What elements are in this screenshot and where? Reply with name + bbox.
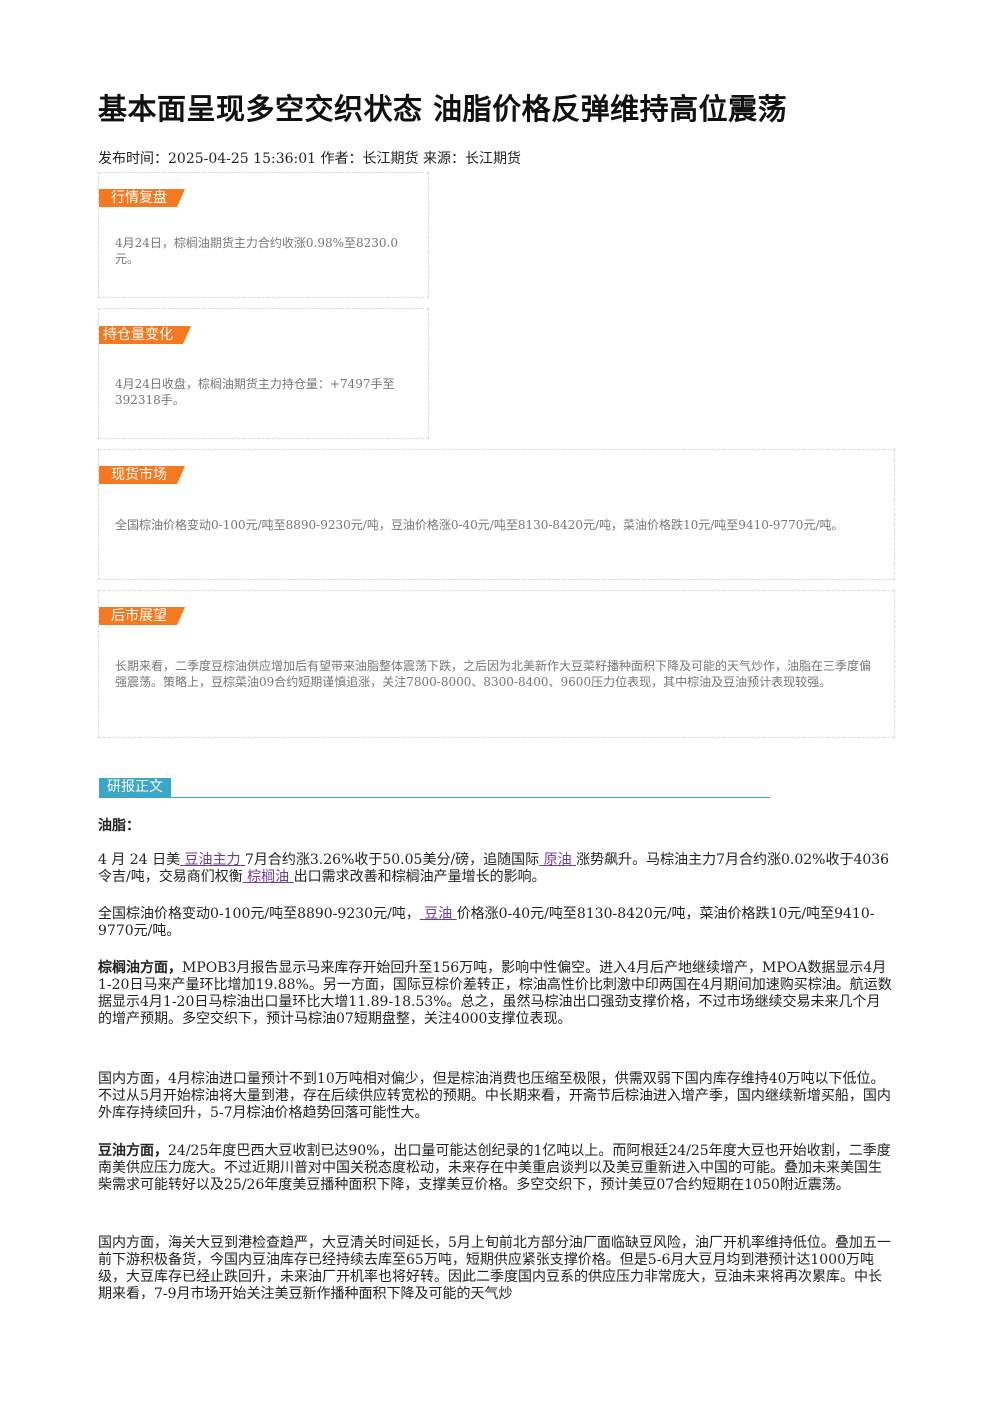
report-paragraph-5: 豆油方面，24/25年度巴西大豆收割已达90%，出口量可能达创纪录的1亿吨以上。… [98,1143,891,1193]
spot-box: 现货市场 全国棕油价格变动0-100元/吨至8890-9230元/吨，豆油价格涨… [98,449,895,580]
review-text: 4月24日，棕榈油期货主力合约收涨0.98%至8230.0元。 [115,236,399,266]
position-tag: 持仓量变化 [99,326,191,344]
outlook-tag: 后市展望 [99,607,185,625]
review-tag: 行情复盘 [99,189,185,207]
spot-text: 全国棕油价格变动0-100元/吨至8890-9230元/吨，豆油价格涨0-40元… [115,518,844,532]
report-section-tag: 研报正文 [99,778,171,797]
report-paragraph-1: 4 月 24 日美 豆油主力 7月合约涨3.26%收于50.05美分/磅，追随国… [98,852,890,885]
report-paragraph-4: 国内方面，4月棕油进口量预计不到10万吨相对偏少，但是棕油消费也压缩至极限，供需… [98,1071,891,1121]
spot-tag: 现货市场 [99,466,185,484]
soybean-oil-main-link[interactable]: 豆油主力 [180,852,245,868]
review-box: 行情复盘 4月24日，棕榈油期货主力合约收涨0.98%至8230.0元。 [98,172,429,298]
outlook-box: 后市展望 长期来看，二季度豆棕油供应增加后有望带来油脂整体震荡下跌，之后因为北美… [98,590,895,738]
palm-oil-link[interactable]: 棕榈油 [242,869,294,885]
crude-oil-link[interactable]: 原油 [539,852,577,868]
position-box: 持仓量变化 4月24日收盘，棕榈油期货主力持仓量：+7497手至392318手。 [98,308,429,439]
position-text: 4月24日收盘，棕榈油期货主力持仓量：+7497手至392318手。 [115,377,395,407]
article-title: 基本面呈现多空交织状态 油脂价格反弹维持高位震荡 [98,92,788,126]
palm-oil-lead: 棕榈油方面， [98,960,182,976]
report-paragraph-6: 国内方面，海关大豆到港检查趋严，大豆清关时间延长，5月上旬前北方部分油厂面临缺豆… [98,1235,891,1302]
report-heading: 油脂： [98,818,140,834]
soybean-oil-lead: 豆油方面， [98,1143,168,1159]
report-paragraph-3: 棕榈油方面，MPOB3月报告显示马来库存开始回升至156万吨，影响中性偏空。进入… [98,960,892,1027]
soybean-oil-link[interactable]: 豆油 [419,906,457,922]
outlook-text: 长期来看，二季度豆棕油供应增加后有望带来油脂整体震荡下跌，之后因为北美新作大豆菜… [115,659,872,689]
report-section-divider [99,797,770,798]
article-meta: 发布时间：2025-04-25 15:36:01 作者：长江期货 来源：长江期货 [98,151,521,167]
report-paragraph-2: 全国棕油价格变动0-100元/吨至8890-9230元/吨， 豆油 价格涨0-4… [98,906,875,939]
